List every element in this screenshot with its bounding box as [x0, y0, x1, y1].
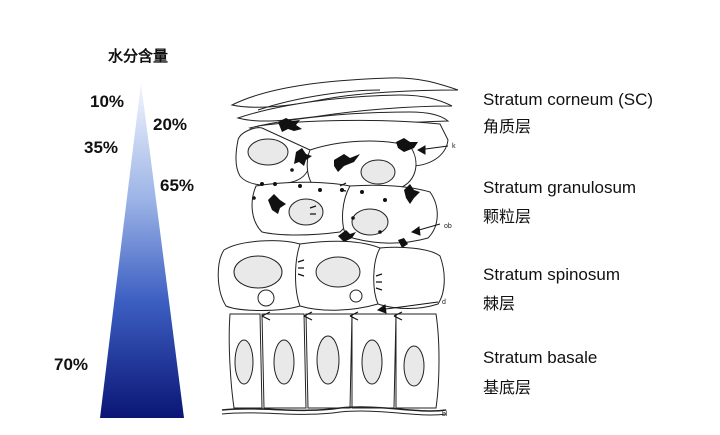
- layer-cn-basale: 基底层: [483, 378, 532, 397]
- layer-cn-corneum: 角质层: [483, 117, 532, 136]
- label-bl: bl: [442, 411, 448, 418]
- water-gradient-triangle: [100, 83, 184, 418]
- desmosomes: [261, 182, 403, 321]
- layer-name-basale: Stratum basale: [483, 348, 598, 367]
- basale-layer: [221, 313, 447, 416]
- layer-name-granulosum: Stratum granulosum: [483, 178, 637, 197]
- percent-label-70: 70%: [54, 355, 89, 374]
- label-k: k: [452, 143, 456, 150]
- layer-cn-granulosum: 颗粒层: [483, 207, 532, 226]
- spinosum-layer: [217, 240, 445, 311]
- percent-label-35: 35%: [84, 138, 119, 157]
- percent-label-65: 65%: [160, 176, 195, 195]
- label-pointers: [376, 145, 449, 314]
- layer-name-corneum: Stratum corneum (SC): [483, 90, 654, 109]
- layer-cn-spinosum: 棘层: [483, 294, 516, 313]
- percent-label-20: 20%: [153, 115, 188, 134]
- water-content-title: 水分含量: [108, 47, 169, 65]
- granulosum-layer: [235, 119, 449, 244]
- label-ob: ob: [444, 223, 452, 230]
- label-d: d: [442, 299, 446, 306]
- keratohyalin-granules: [252, 118, 420, 248]
- percent-label-10: 10%: [90, 92, 125, 111]
- layer-name-spinosum: Stratum spinosum: [483, 265, 620, 284]
